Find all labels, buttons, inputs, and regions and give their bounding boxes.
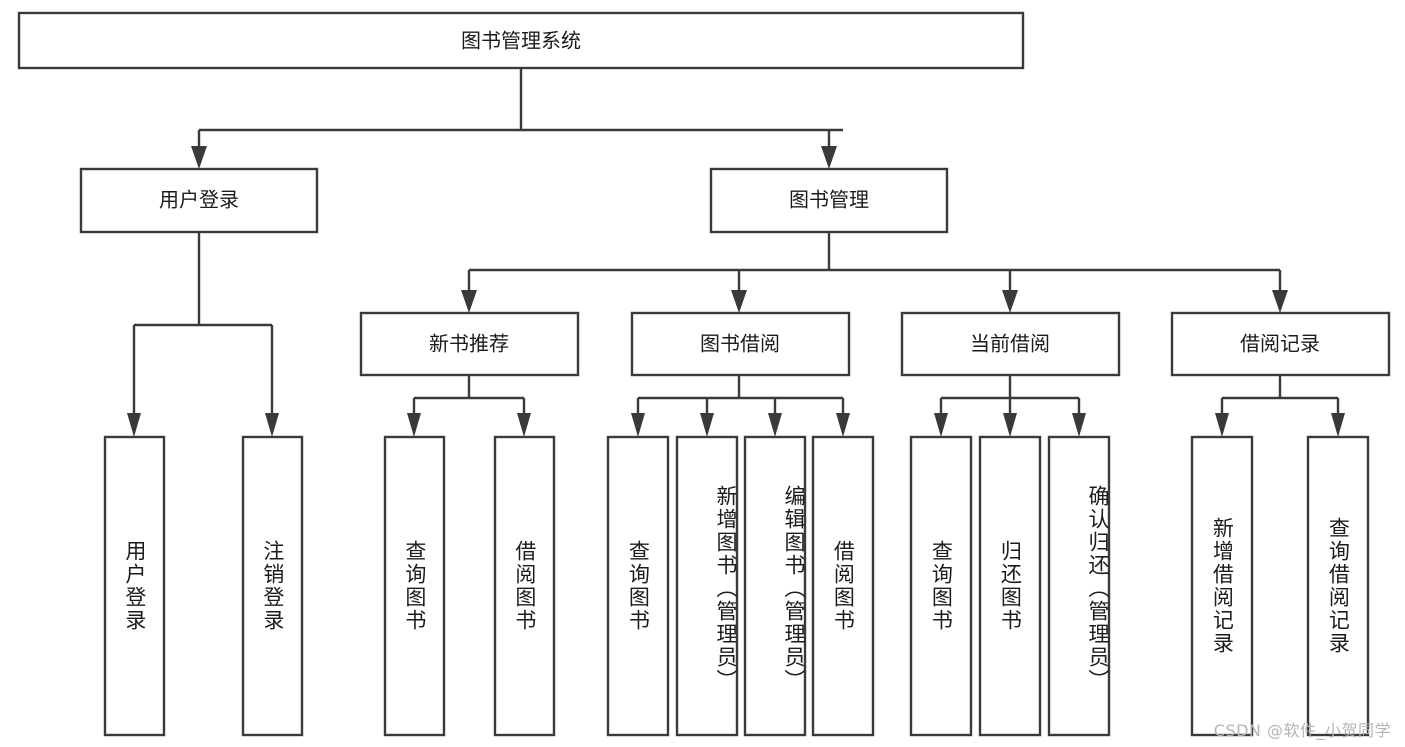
arrowhead-icon: [700, 413, 714, 437]
node-user-login[interactable]: 用户登录: [79, 167, 319, 234]
csdn-watermark: CSDN @软件_小贺同学: [1213, 721, 1391, 740]
leaf-box-book-borrow-0[interactable]: [606, 435, 670, 737]
arrowhead-icon: [731, 290, 747, 313]
node-root-label: 图书管理系统: [461, 29, 581, 53]
arrowhead-icon: [1331, 413, 1345, 437]
node-root-book-management-system[interactable]: 图书管理系统: [17, 11, 1025, 70]
node-book-management[interactable]: 图书管理: [709, 167, 949, 234]
node-borrow-record-box: [1170, 311, 1391, 377]
node-new-book-recommend-box: [359, 311, 580, 377]
leaf-box-new-book-1[interactable]: [493, 435, 556, 737]
arrowhead-icon: [821, 146, 837, 169]
leaf-box-current-borrow-0[interactable]: [909, 435, 973, 737]
leaf-box-book-borrow-3[interactable]: [811, 435, 875, 737]
arrowhead-icon: [191, 146, 207, 169]
arrowhead-icon: [127, 413, 141, 437]
node-user-login-box: [79, 167, 319, 234]
node-borrow-record-label: 借阅记录: [1240, 332, 1320, 356]
node-new-book-recommend-label: 新书推荐: [429, 332, 509, 356]
arrowhead-icon: [407, 413, 421, 437]
node-book-management-label: 图书管理: [789, 188, 869, 212]
node-book-management-box: [709, 167, 949, 234]
arrowhead-icon: [1272, 290, 1288, 313]
connector-bookmgmt-to-level3: [461, 232, 1288, 313]
arrowhead-icon: [1072, 413, 1086, 437]
node-book-borrow[interactable]: 图书借阅: [630, 311, 851, 377]
arrowhead-icon: [768, 413, 782, 437]
arrowhead-icon: [934, 413, 948, 437]
node-new-book-recommend[interactable]: 新书推荐: [359, 311, 580, 377]
arrowhead-icon: [1215, 413, 1229, 437]
node-current-borrow[interactable]: 当前借阅: [900, 311, 1121, 377]
connector-root-to-level2: [191, 68, 843, 169]
arrowhead-icon: [1003, 413, 1017, 437]
node-book-borrow-box: [630, 311, 851, 377]
arrowhead-icon: [517, 413, 531, 437]
leaf-box-current-borrow-1[interactable]: [978, 435, 1042, 737]
leaf-box-book-borrow-1[interactable]: [675, 435, 739, 737]
node-book-borrow-label: 图书借阅: [700, 332, 780, 356]
arrowhead-icon: [461, 290, 477, 313]
node-current-borrow-box: [900, 311, 1121, 377]
node-user-login-label: 用户登录: [159, 188, 239, 212]
leaf-box-borrow-record-1[interactable]: [1306, 435, 1370, 737]
arrowhead-icon: [265, 413, 279, 437]
node-borrow-record[interactable]: 借阅记录: [1170, 311, 1391, 377]
leaf-box-new-book-0[interactable]: [383, 435, 446, 737]
arrowhead-icon: [631, 413, 645, 437]
leaf-box-book-borrow-2[interactable]: [743, 435, 807, 737]
connector-bookborrow-to-leaves: [631, 375, 850, 437]
connector-borrowrecord-to-leaves: [1215, 375, 1345, 437]
leaf-box-current-borrow-2[interactable]: [1047, 435, 1111, 737]
connector-newbook-to-leaves: [407, 375, 531, 437]
connector-userlogin-to-leaves: [127, 232, 279, 437]
leaf-box-borrow-record-0[interactable]: [1190, 435, 1254, 737]
arrowhead-icon: [1002, 290, 1018, 313]
connector-currentborrow-to-leaves: [934, 375, 1086, 437]
node-root-box: [17, 11, 1025, 70]
node-current-borrow-label: 当前借阅: [970, 332, 1050, 356]
leaf-box-user-login-1[interactable]: [241, 435, 304, 737]
arrowhead-icon: [836, 413, 850, 437]
leaf-box-user-login-0[interactable]: [103, 435, 166, 737]
